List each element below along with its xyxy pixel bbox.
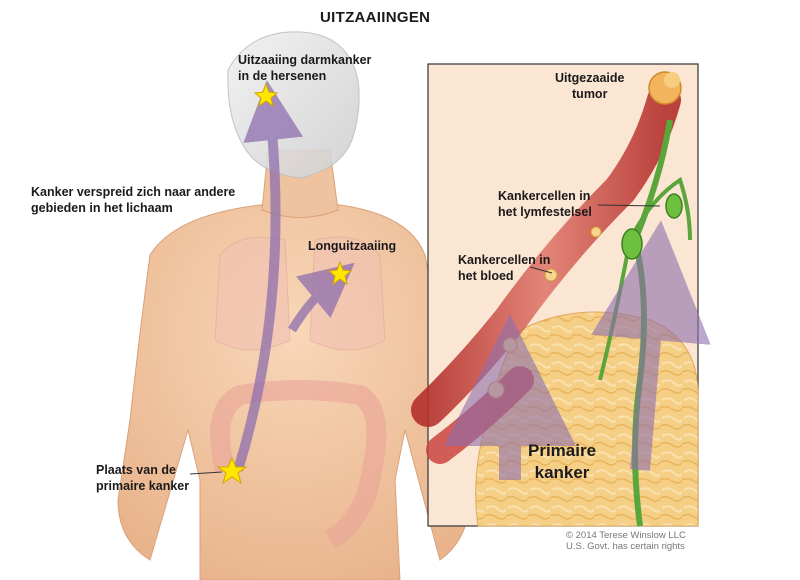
lymph-cells-label: Kankercellen in het lymfestelsel: [498, 188, 592, 220]
lung-metastasis-label: Longuitzaaiing: [308, 238, 396, 254]
spread-description-label: Kanker verspreid zich naar andere gebied…: [31, 184, 235, 216]
brain-metastasis-label: Uitzaaiing darmkanker in de hersenen: [238, 52, 371, 84]
copyright-credit: © 2014 Terese Winslow LLC U.S. Govt. has…: [566, 530, 686, 552]
diagram-title: UITZAAIINGEN: [320, 10, 430, 26]
primary-cancer-label: Primaire kanker: [528, 440, 596, 484]
blood-cells-label: Kankercellen in het bloed: [458, 252, 550, 284]
lymph-node: [666, 194, 682, 218]
human-figure: [118, 32, 470, 580]
cancer-cell-blood: [591, 227, 601, 237]
cancer-cell-blood: [503, 338, 517, 352]
lymph-node: [622, 229, 642, 259]
primary-site-label: Plaats van de primaire kanker: [96, 462, 189, 494]
spread-tumor-label: Uitgezaaide tumor: [555, 70, 624, 102]
